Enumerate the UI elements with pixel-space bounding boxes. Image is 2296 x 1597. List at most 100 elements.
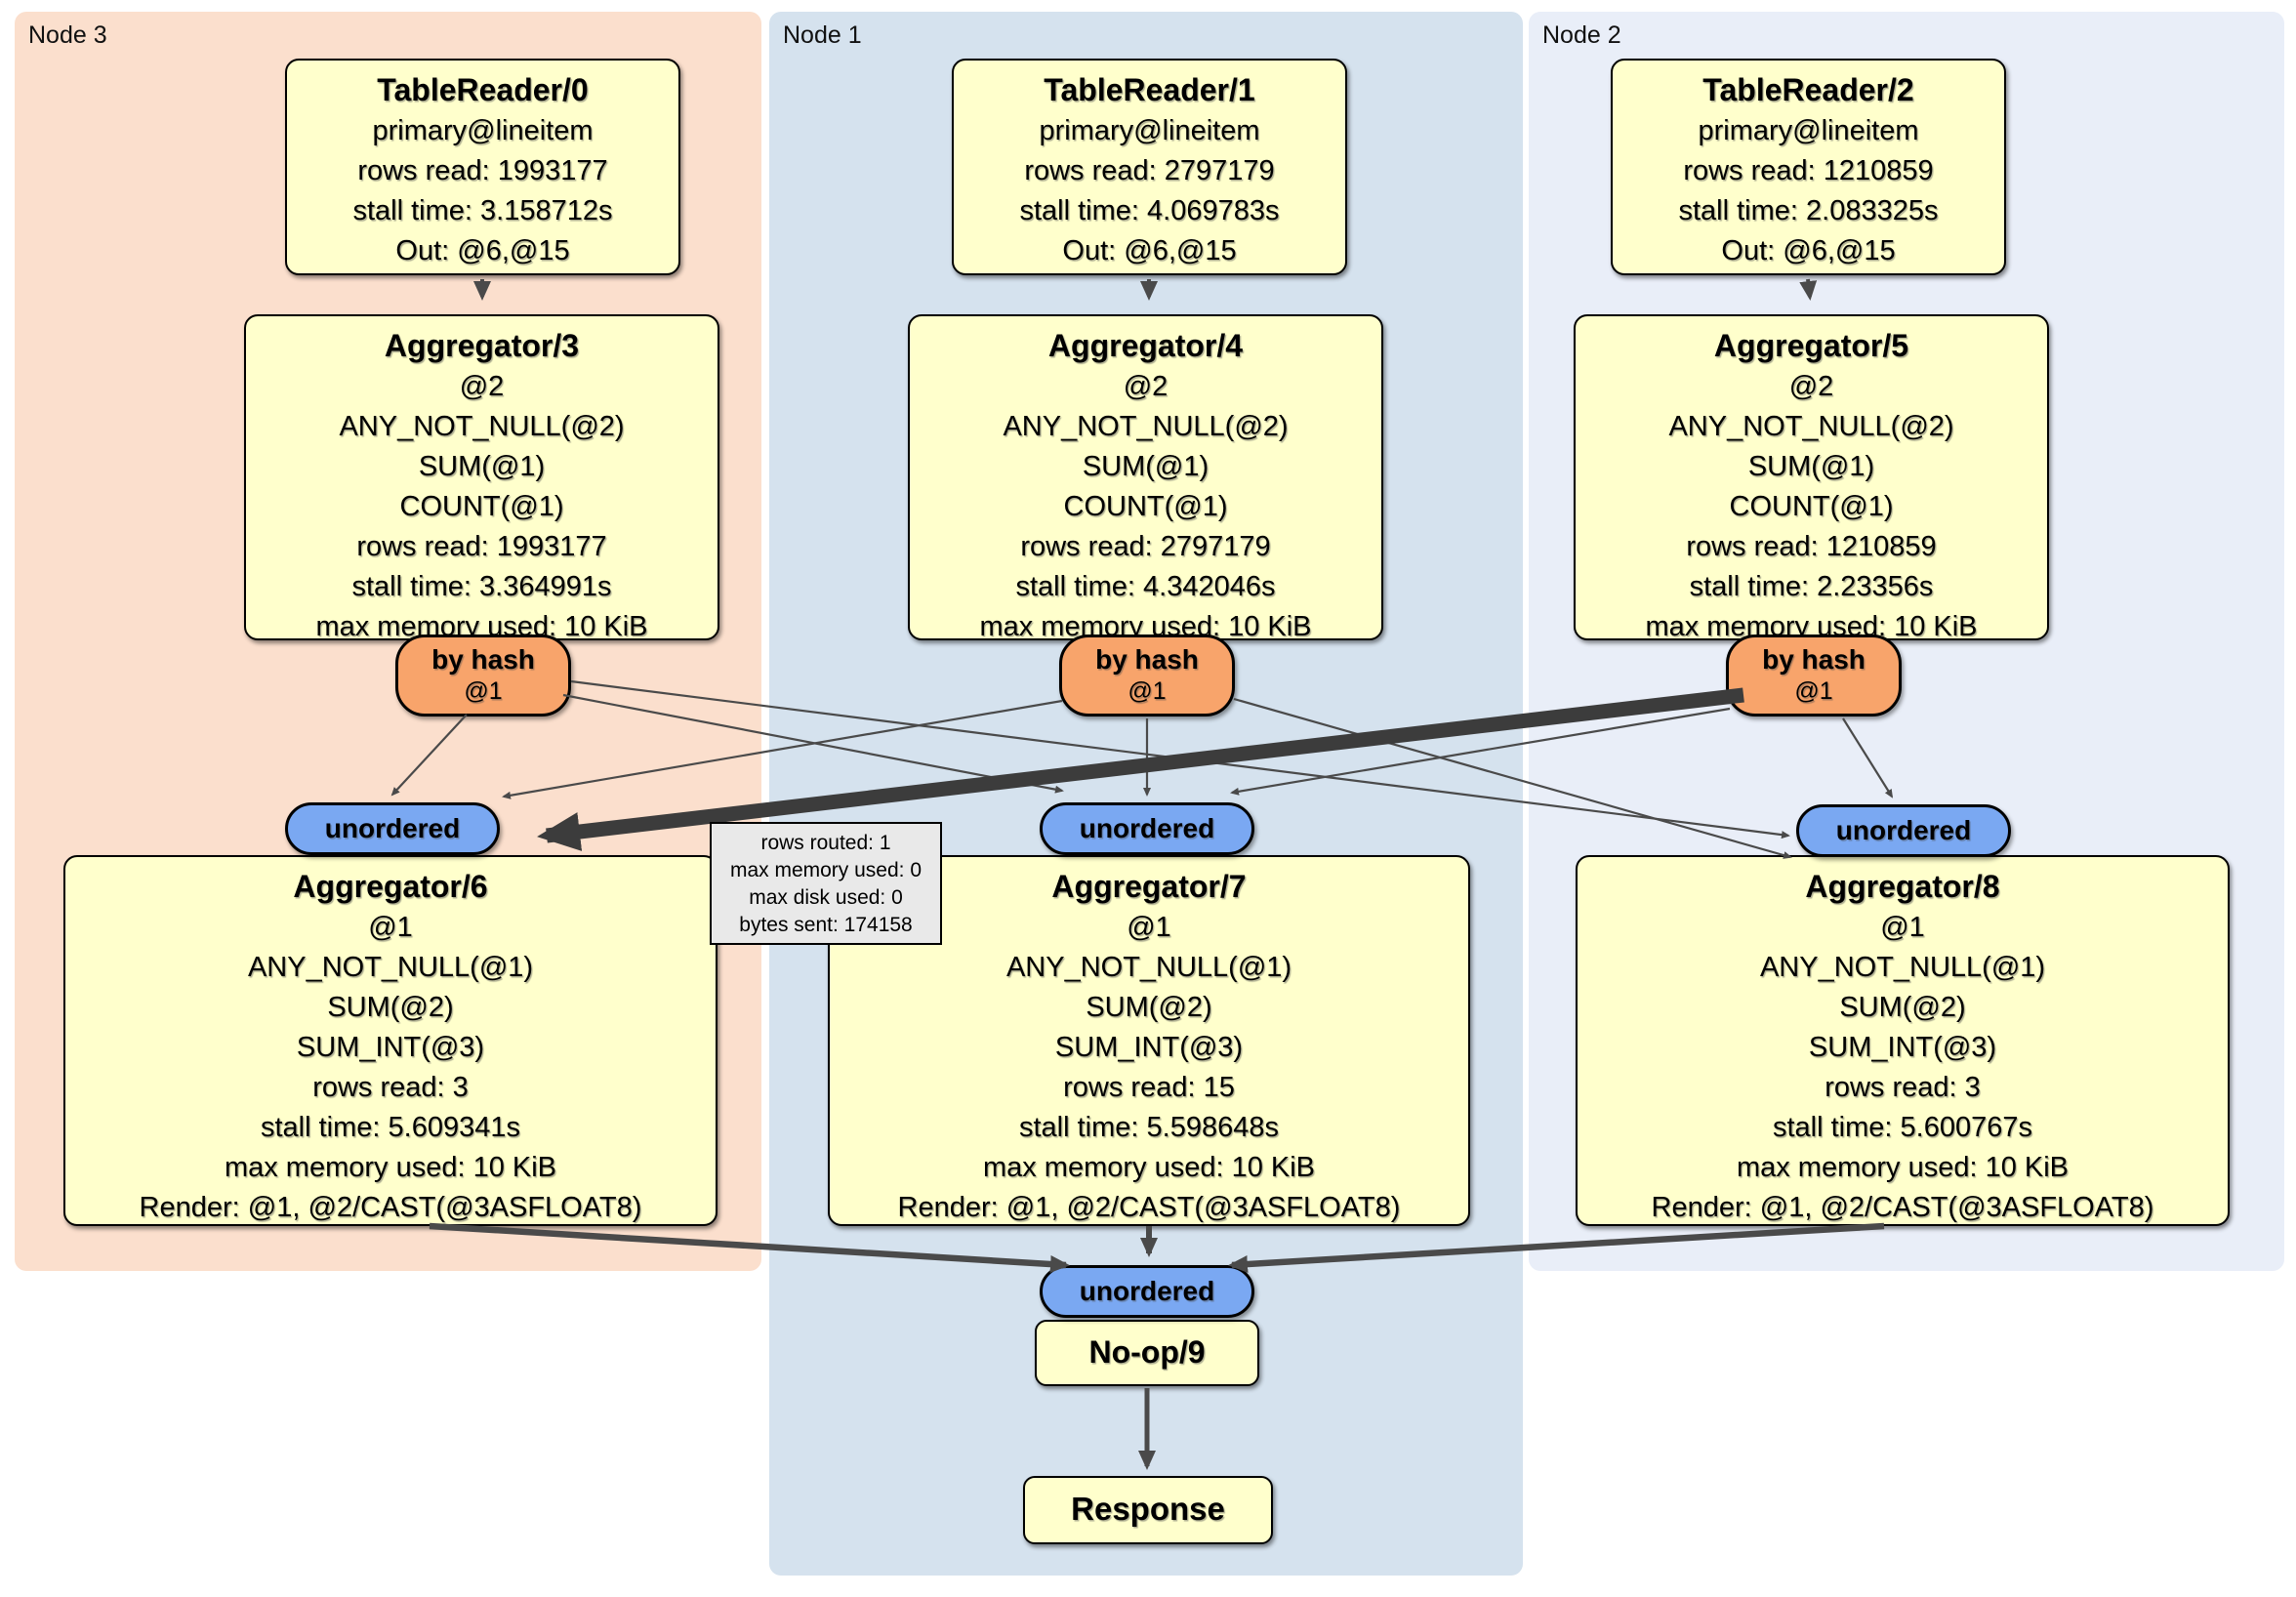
box-title: TableReader/0 [377,72,589,107]
by-hash-label: by hash [1762,644,1866,675]
box-line: SUM(@2) [327,992,454,1023]
unordered-label: unordered [1079,1276,1215,1306]
box-line: SUM(@2) [1839,992,1966,1023]
box-line: rows read: 15 [1063,1072,1235,1103]
box-line: ANY_NOT_NULL(@1) [247,952,534,983]
box-title: No-op/9 [1088,1334,1206,1370]
by-hash-router-node1[interactable]: by hash @1 [1059,635,1235,717]
unordered-sync-node1[interactable]: unordered [1040,802,1254,855]
box-line: stall time: 5.598648s [1019,1112,1279,1143]
box-line: stall time: 4.342046s [1015,571,1276,602]
box-line: rows read: 3 [312,1072,469,1103]
box-title: Aggregator/8 [1805,869,2000,904]
box-title: Aggregator/4 [1047,328,1244,363]
box-title: Aggregator/6 [293,869,488,904]
box-line: stall time: 3.364991s [351,571,612,602]
tooltip-line: max memory used: 0 [729,859,922,881]
box-title: TableReader/2 [1702,72,1914,107]
box-title: Aggregator/7 [1051,869,1247,904]
box-title: Aggregator/3 [384,328,580,363]
response-box[interactable]: Response [1023,1476,1273,1544]
node-group-2-label: Node 2 [1542,21,1621,49]
box-line: SUM(@1) [418,451,546,482]
box-line: ANY_NOT_NULL(@1) [1759,952,2046,983]
box-line: primary@lineitem [1039,115,1260,146]
box-line: stall time: 2.23356s [1689,571,1934,602]
unordered-label: unordered [324,813,461,843]
box-line: Render: @1, @2/CAST(@3ASFLOAT8) [139,1192,642,1223]
box-line: @1 [1880,912,1925,943]
box-line: stall time: 5.609341s [261,1112,520,1143]
aggregator-6-box[interactable]: Aggregator/6 @1 ANY_NOT_NULL(@1) SUM(@2)… [63,855,718,1226]
box-line: rows read: 2797179 [1024,155,1275,186]
box-line: SUM_INT(@3) [296,1032,485,1063]
box-line: SUM_INT(@3) [1054,1032,1244,1063]
stats-tooltip: rows routed: 1 max memory used: 0 max di… [710,822,942,945]
box-line: primary@lineitem [372,115,594,146]
box-line: rows read: 3 [1824,1072,1981,1103]
tooltip-line: bytes sent: 174158 [739,914,913,936]
box-line: primary@lineitem [1698,115,1919,146]
box-line: @2 [1123,371,1168,402]
box-line: rows read: 1993177 [357,155,608,186]
box-line: stall time: 5.600767s [1773,1112,2032,1143]
final-unordered-sync[interactable]: unordered [1040,1265,1254,1318]
unordered-label: unordered [1079,813,1215,843]
box-line: Out: @6,@15 [1062,235,1237,266]
box-title: Aggregator/5 [1713,328,1909,363]
box-line: COUNT(@1) [1063,491,1228,522]
box-line: SUM(@1) [1082,451,1210,482]
box-line: max memory used: 10 KiB [982,1152,1316,1183]
box-title: TableReader/1 [1044,72,1255,107]
by-hash-label: by hash [431,644,535,675]
box-line: rows read: 1993177 [356,531,607,562]
aggregator-3-box[interactable]: Aggregator/3 @2 ANY_NOT_NULL(@2) SUM(@1)… [244,314,719,642]
by-hash-key: @1 [1794,677,1833,705]
node-group-1-label: Node 1 [783,21,862,49]
tablereader-0-box[interactable]: TableReader/0 primary@lineitem rows read… [285,59,680,275]
by-hash-key: @1 [1128,677,1167,705]
box-line: rows read: 1210859 [1686,531,1937,562]
box-line: SUM(@2) [1086,992,1212,1023]
unordered-label: unordered [1835,815,1972,845]
box-line: rows read: 1210859 [1683,155,1934,186]
box-line: Render: @1, @2/CAST(@3ASFLOAT8) [1651,1192,2154,1223]
box-line: @1 [368,912,413,943]
box-line: COUNT(@1) [1729,491,1894,522]
box-line: stall time: 2.083325s [1678,195,1939,226]
box-line: SUM_INT(@3) [1808,1032,1997,1063]
box-line: COUNT(@1) [399,491,564,522]
box-line: Out: @6,@15 [395,235,570,266]
tooltip-line: rows routed: 1 [760,832,891,854]
by-hash-router-node2[interactable]: by hash @1 [1726,635,1902,717]
aggregator-4-box[interactable]: Aggregator/4 @2 ANY_NOT_NULL(@2) SUM(@1)… [908,314,1383,642]
tablereader-1-box[interactable]: TableReader/1 primary@lineitem rows read… [952,59,1347,275]
aggregator-5-box[interactable]: Aggregator/5 @2 ANY_NOT_NULL(@2) SUM(@1)… [1574,314,2049,642]
by-hash-key: @1 [464,677,503,705]
by-hash-label: by hash [1095,644,1199,675]
box-line: Render: @1, @2/CAST(@3ASFLOAT8) [897,1192,1401,1223]
box-line: stall time: 4.069783s [1019,195,1280,226]
tooltip-line: max disk used: 0 [749,886,903,909]
box-line: ANY_NOT_NULL(@2) [1668,411,1954,442]
by-hash-router-node3[interactable]: by hash @1 [395,635,571,717]
box-line: max memory used: 10 KiB [1736,1152,2070,1183]
box-line: ANY_NOT_NULL(@2) [339,411,625,442]
unordered-sync-node3[interactable]: unordered [285,802,500,855]
box-line: @1 [1127,912,1171,943]
box-line: stall time: 3.158712s [352,195,613,226]
box-line: SUM(@1) [1747,451,1875,482]
box-line: ANY_NOT_NULL(@1) [1005,952,1292,983]
box-line: rows read: 2797179 [1020,531,1271,562]
tablereader-2-box[interactable]: TableReader/2 primary@lineitem rows read… [1611,59,2006,275]
unordered-sync-node2[interactable]: unordered [1796,804,2011,857]
box-line: Out: @6,@15 [1721,235,1896,266]
node-group-3-label: Node 3 [28,21,107,49]
noop-box[interactable]: No-op/9 [1035,1320,1259,1386]
box-title: Response [1071,1491,1225,1527]
box-line: ANY_NOT_NULL(@2) [1003,411,1289,442]
box-line: max memory used: 10 KiB [224,1152,557,1183]
box-line: @2 [459,371,505,402]
aggregator-8-box[interactable]: Aggregator/8 @1 ANY_NOT_NULL(@1) SUM(@2)… [1576,855,2230,1226]
box-line: @2 [1788,371,1834,402]
